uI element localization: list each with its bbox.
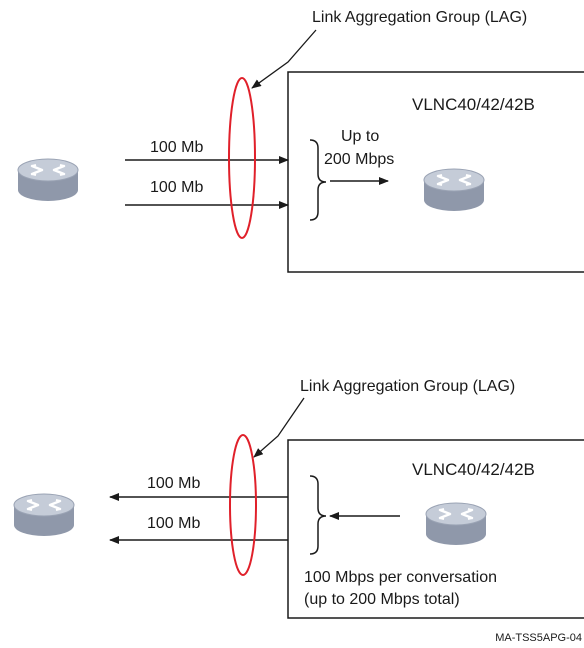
bottom-link2-label: 100 Mb	[147, 515, 200, 532]
top-diagram: Link Aggregation Group (LAG) VLNC40/42/4…	[16, 9, 584, 273]
bottom-box-title: VLNC40/42/42B	[412, 460, 535, 479]
bottom-note-line1: 100 Mbps per conversation	[304, 569, 497, 586]
bottom-internal-router-icon	[424, 501, 488, 547]
top-throughput-line2: 200 Mbps	[324, 151, 394, 168]
bottom-external-router-icon	[12, 492, 76, 538]
bottom-link1-label: 100 Mb	[147, 475, 200, 492]
top-lag-ellipse	[228, 77, 256, 239]
bottom-diagram: Link Aggregation Group (LAG) VLNC40/42/4…	[12, 378, 584, 619]
bottom-device-box	[287, 439, 584, 619]
bottom-lag-pointer-line	[253, 397, 305, 458]
figure-id: MA-TSS5APG-04	[495, 632, 582, 644]
top-link2-label: 100 Mb	[150, 179, 203, 196]
top-lag-label: Link Aggregation Group (LAG)	[312, 9, 527, 26]
bottom-lag-ellipse	[229, 434, 257, 576]
top-device-box	[287, 71, 584, 273]
bottom-lag-label: Link Aggregation Group (LAG)	[300, 378, 515, 395]
top-brace	[309, 139, 327, 221]
top-link1-label: 100 Mb	[150, 139, 203, 156]
top-box-title: VLNC40/42/42B	[412, 95, 535, 114]
top-lag-pointer-line	[251, 29, 317, 89]
top-internal-router-icon	[422, 167, 486, 213]
top-throughput-line1: Up to	[341, 128, 379, 145]
top-external-router-icon	[16, 157, 80, 203]
bottom-brace	[309, 475, 327, 555]
bottom-note-line2: (up to 200 Mbps total)	[304, 591, 460, 608]
